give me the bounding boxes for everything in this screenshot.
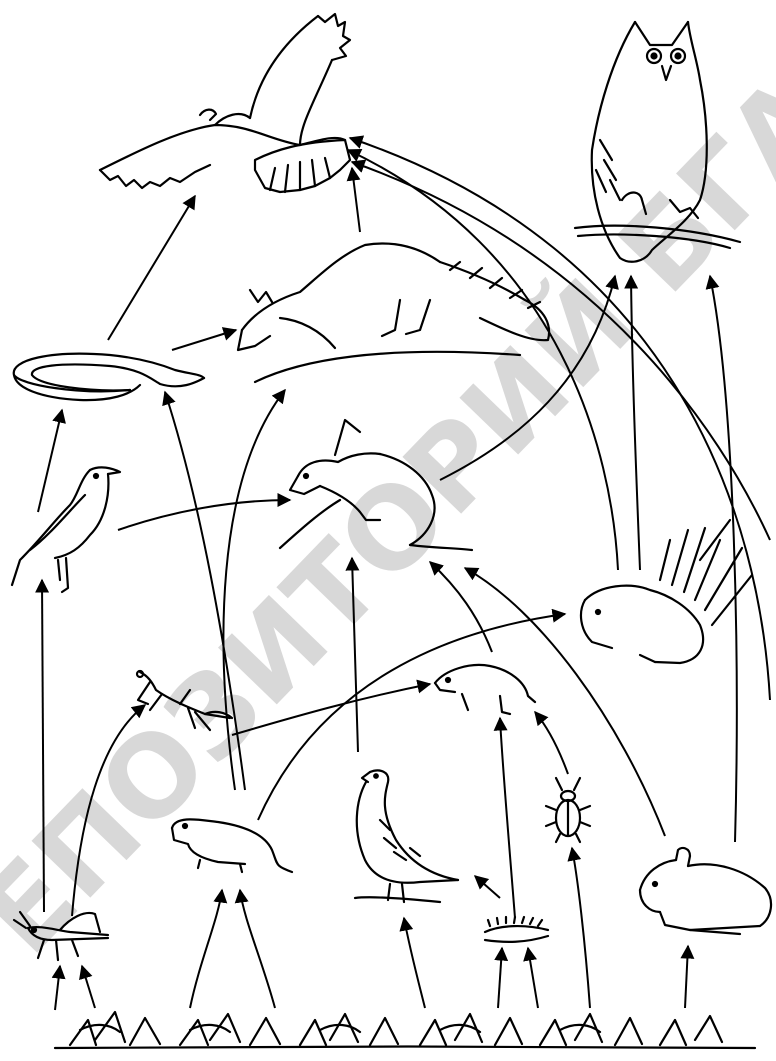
link-grass-to-vole-2 (240, 890, 275, 1008)
link-grass-to-rabbit (685, 946, 688, 1008)
shrew-icon (435, 665, 535, 714)
link-snake-to-fox (172, 330, 236, 350)
link-grass-to-caterpillar-2 (528, 948, 538, 1008)
songbird-icon (12, 467, 120, 592)
link-rabbit-to-owl (710, 276, 737, 842)
watermark-text: ЕПОЗИТОРИЙ БГА (0, 51, 776, 979)
hedgehog-icon (581, 520, 752, 663)
link-bird-to-weasel (118, 500, 290, 530)
link-grass-to-partridge (404, 918, 425, 1008)
grass-icon (55, 1012, 755, 1048)
link-grass-to-grasshopper-2 (82, 966, 95, 1008)
link-caterpillar-to-shrew (500, 718, 515, 918)
watermark: ЕПОЗИТОРИЙ БГА (0, 51, 776, 979)
link-beetle-to-shrew (535, 712, 568, 774)
rabbit-icon (640, 848, 771, 934)
link-grass-to-vole-1 (190, 890, 222, 1008)
link-grass-to-beetle (572, 848, 590, 1008)
link-grass-to-caterpillar-1 (498, 948, 502, 1008)
partridge-icon (355, 770, 458, 902)
beetle-icon (546, 778, 590, 842)
link-rabbit-to-weasel (465, 568, 665, 836)
link-snake-to-eagle (108, 196, 195, 340)
link-fox-to-eagle (352, 168, 360, 232)
snake-icon (14, 354, 204, 400)
link-bird-to-snake (38, 410, 62, 512)
link-caterpillar-hook (475, 876, 500, 898)
link-grass-to-grasshopper-1 (55, 966, 60, 1010)
caterpillar-icon (485, 917, 548, 942)
eagle-icon (100, 14, 350, 192)
